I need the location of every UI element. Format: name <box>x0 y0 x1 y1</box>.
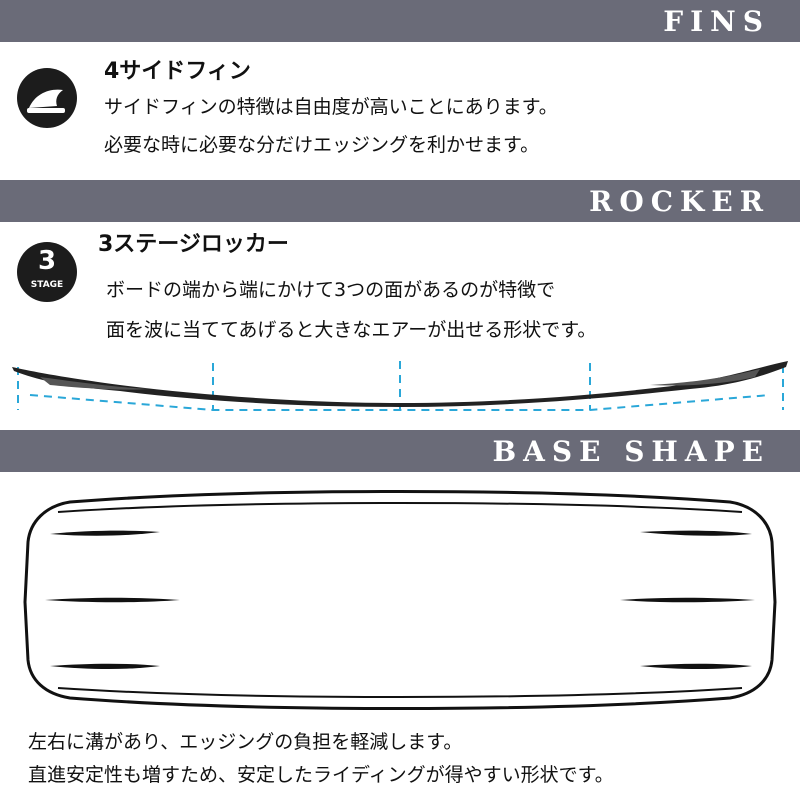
rocker-header-band: ROCKER <box>0 180 800 222</box>
board-inner-edge-bottom <box>57 687 743 698</box>
fins-text-line-1: サイドフィンの特徴は自由度が高いことにあります。 <box>104 96 558 118</box>
fins-header-band: FINS <box>0 0 800 42</box>
base-shape-text-line-1: 左右に溝があり、エッジングの負担を軽減します。 <box>28 731 463 753</box>
fins-text-line-2: 必要な時に必要な分だけエッジングを利かせます。 <box>104 134 540 156</box>
rocker-text-line-2: 面を波に当ててあげると大きなエアーが出せる形状です。 <box>106 319 597 341</box>
board-inner-edge-top <box>57 502 743 513</box>
rocker-heading: 3ステージロッカー <box>98 232 289 257</box>
three-stage-icon-number: 3 <box>37 246 57 276</box>
three-stage-icon-label: STAGE <box>30 280 64 290</box>
rocker-guide-lines <box>17 361 784 411</box>
board-rail-left <box>40 377 150 390</box>
fins-heading: 4サイドフィン <box>104 59 251 84</box>
board-outline <box>23 490 777 710</box>
rocker-profile-diagram <box>12 361 788 411</box>
base-shape-diagram <box>23 490 777 710</box>
fin-icon-graphic <box>27 89 65 113</box>
board-rail-right <box>650 369 760 386</box>
rocker-text-line-1: ボードの端から端にかけて3つの面があるのが特徴で <box>106 279 556 301</box>
fin-icon <box>17 68 77 128</box>
fins-section-title: FINS <box>663 5 770 38</box>
base-shape-section-title: BASE SHAPE <box>492 435 770 468</box>
three-stage-icon: 3 STAGE <box>17 242 77 302</box>
rocker-section-title: ROCKER <box>589 185 770 218</box>
board-profile <box>12 361 788 407</box>
base-shape-text-line-2: 直進安定性も増すため、安定したライディングが得やすい形状です。 <box>28 764 614 786</box>
base-shape-header-band: BASE SHAPE <box>0 430 800 472</box>
base-channels <box>45 530 755 669</box>
